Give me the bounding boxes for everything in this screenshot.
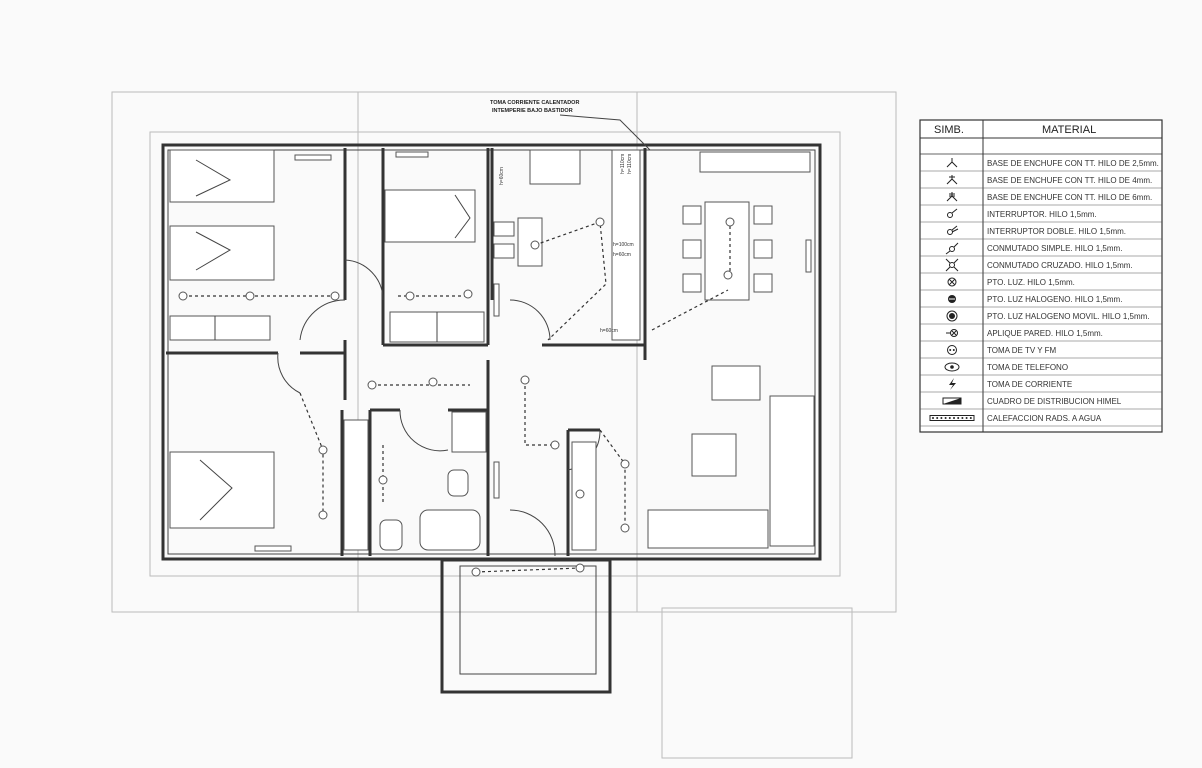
heater-callout: TOMA CORRIENTE CALENTADOR INTEMPERIE BAJ…: [490, 100, 651, 151]
legend-row: TOMA DE TV Y FM: [920, 345, 1162, 359]
legend-row: INTERRUPTOR. HILO 1,5mm.: [920, 208, 1162, 223]
dim-kitchen-f: h=60cm: [600, 328, 618, 334]
socket-4-icon: [946, 175, 958, 185]
radiator-icon: [929, 415, 975, 421]
legend-row: PTO. LUZ HALOGENO MOVIL. HILO 1,5mm.: [920, 310, 1162, 325]
legend-row-label: TOMA DE TV Y FM: [987, 346, 1057, 355]
cross-switch-icon: [945, 258, 959, 272]
legend-row: TOMA DE CORRIENTE: [920, 378, 1162, 393]
double-switch-icon: [947, 225, 959, 235]
legend-row: PTO. LUZ HALOGENO. HILO 1,5mm.: [920, 295, 1162, 308]
halogen-mobile-icon: [946, 310, 958, 322]
phone-socket-icon: [944, 362, 960, 372]
legend-row-label: PTO. LUZ. HILO 1,5mm.: [987, 278, 1075, 287]
legend-table: SIMB. MATERIAL BASE DE ENCHUFE CON TT. H…: [919, 119, 1163, 433]
dim-kitchen-e: h=60cm: [613, 252, 631, 258]
legend-row-label: INTERRUPTOR. HILO 1,5mm.: [987, 210, 1097, 219]
legend-row-label: CUADRO DE DISTRIBUCION HIMEL: [987, 397, 1122, 406]
furniture: [169, 149, 815, 551]
dim-kitchen-d: h=100cm: [613, 242, 634, 248]
socket-6-icon: [946, 192, 958, 202]
legend-row-label: TOMA DE CORRIENTE: [987, 380, 1072, 389]
dim-kitchen-a: h=60cm: [499, 167, 505, 185]
radiators: [254, 151, 812, 552]
tv-socket-icon: [947, 345, 957, 355]
commuted-switch-icon: [945, 242, 959, 255]
legend-row: APLIQUE PARED. HILO 1,5mm.: [920, 329, 1162, 342]
power-socket-icon: [949, 378, 956, 390]
legend-row-label: BASE DE ENCHUFE CON TT. HILO DE 4mm.: [987, 176, 1152, 185]
legend-row: BASE DE ENCHUFE CON TT. HILO DE 6mm.: [920, 192, 1162, 206]
halogen-light-icon: [948, 295, 956, 303]
legend-row-label: BASE DE ENCHUFE CON TT. HILO DE 6mm.: [987, 193, 1152, 202]
kitchen-dimension-labels: h=60cm h=110cm h=110cm h=100cm h=60cm h=…: [499, 154, 634, 334]
legend-row: CONMUTADO SIMPLE. HILO 1,5mm.: [920, 242, 1162, 257]
dim-kitchen-c: h=110cm: [627, 154, 633, 174]
wiring-runs: [183, 220, 731, 573]
distribution-board-icon: [942, 397, 962, 405]
terrace: [440, 558, 612, 694]
legend-row: TOMA DE TELEFONO: [920, 362, 1162, 376]
legend-row-label: TOMA DE TELEFONO: [987, 363, 1068, 372]
legend-row: BASE DE ENCHUFE CON TT. HILO DE 2,5mm.: [920, 158, 1162, 172]
legend-row-label: CALEFACCION RADS. A AGUA: [987, 414, 1102, 423]
legend-row-label: INTERRUPTOR DOBLE. HILO 1,5mm.: [987, 227, 1126, 236]
switch-icon: [947, 208, 958, 218]
light-point-icon: [947, 277, 957, 287]
legend-row: CALEFACCION RADS. A AGUA: [920, 414, 1162, 427]
legend-row: BASE DE ENCHUFE CON TT. HILO DE 4mm.: [920, 175, 1162, 189]
legend-row-label: BASE DE ENCHUFE CON TT. HILO DE 2,5mm.: [987, 159, 1159, 168]
legend-header-symbol: SIMB.: [934, 124, 964, 136]
legend-row: CONMUTADO CRUZADO. HILO 1,5mm.: [920, 258, 1162, 274]
interior-walls: [166, 148, 647, 556]
light-points: [178, 217, 735, 577]
legend-row-label: CONMUTADO SIMPLE. HILO 1,5mm.: [987, 244, 1122, 253]
legend-row: PTO. LUZ. HILO 1,5mm.: [920, 277, 1162, 291]
legend-row-label: PTO. LUZ HALOGENO. HILO 1,5mm.: [987, 295, 1122, 304]
legend-row: INTERRUPTOR DOBLE. HILO 1,5mm.: [920, 225, 1162, 240]
legend-row-label: PTO. LUZ HALOGENO MOVIL. HILO 1,5mm.: [987, 312, 1150, 321]
socket-25-icon: [946, 158, 958, 168]
callout-line2: INTEMPERIE BAJO BASTIDOR: [492, 108, 573, 114]
legend-row: CUADRO DE DISTRIBUCION HIMEL: [920, 397, 1162, 410]
dim-kitchen-b: h=110cm: [620, 154, 626, 174]
legend-row-label: CONMUTADO CRUZADO. HILO 1,5mm.: [987, 261, 1133, 270]
legend-header-material: MATERIAL: [1042, 124, 1096, 136]
callout-line1: TOMA CORRIENTE CALENTADOR: [490, 100, 579, 106]
legend-row-label: APLIQUE PARED. HILO 1,5mm.: [987, 329, 1103, 338]
door-swings: [277, 259, 601, 557]
wall-light-icon: [946, 329, 958, 337]
legend-rows: BASE DE ENCHUFE CON TT. HILO DE 2,5mm. BA…: [920, 158, 1162, 427]
